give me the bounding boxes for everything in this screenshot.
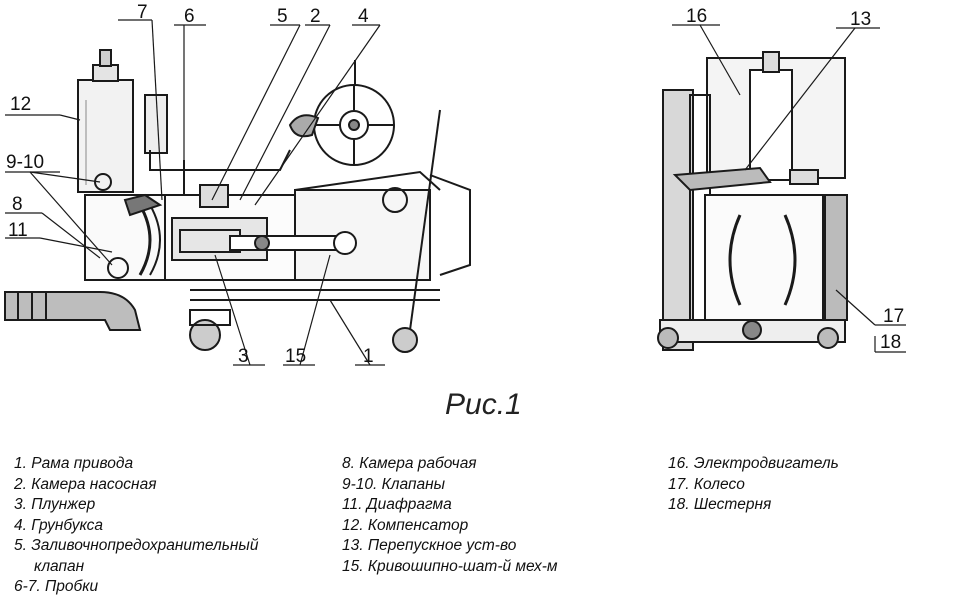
legend-item-continuation: клапан xyxy=(34,557,85,575)
pump-chamber-drawing xyxy=(149,149,301,281)
callout-4: 4 xyxy=(358,6,369,27)
callout-12: 12 xyxy=(10,94,31,115)
callout-1: 1 xyxy=(363,346,374,367)
legend-item: 17. Колесо xyxy=(668,475,745,493)
legend-item: 6-7. Пробки xyxy=(14,578,99,595)
crank-mechanism-drawing xyxy=(229,170,441,281)
inlet-pipe-drawing xyxy=(4,291,142,331)
legend-item: 2. Камера насосная xyxy=(14,475,157,493)
frame-drawing xyxy=(189,109,471,353)
legend-column-1: 1. Рама привода 2. Камера насосная 3. Пл… xyxy=(14,454,258,598)
legend-item: 15. Кривошипно-шат-й мех-м xyxy=(342,557,558,575)
front-view-drawing xyxy=(657,51,848,351)
callout-18: 18 xyxy=(880,332,901,353)
legend-item: 16. Электродвигатель xyxy=(668,455,839,472)
legend-item: 11. Диафрагма xyxy=(342,496,452,513)
callout-3: 3 xyxy=(238,346,249,367)
legend-item: 12. Компенсатор xyxy=(342,516,469,534)
legend-item: 18. Шестерня xyxy=(668,496,772,513)
callout-7: 7 xyxy=(137,2,148,23)
legend-column-3: 16. Электродвигатель 17. Колесо 18. Шест… xyxy=(668,454,839,516)
pump-drawing: 7 6 5 2 4 12 9-10 8 11 3 15 1 16 13 17 1… xyxy=(4,2,906,367)
callout-16: 16 xyxy=(686,6,707,27)
legend-item: 3. Плунжер xyxy=(14,496,96,513)
callout-5: 5 xyxy=(277,6,288,27)
callout-6: 6 xyxy=(184,6,195,27)
callout-8: 8 xyxy=(12,194,23,215)
figure-caption: Рис.1 xyxy=(445,388,522,421)
motor-drawing xyxy=(288,60,395,166)
legend-column-2: 8. Камера рабочая 9-10. Клапаны 11. Диаф… xyxy=(342,454,558,577)
legend-item: 4. Грунбукса xyxy=(14,516,104,534)
callout-17: 17 xyxy=(883,306,904,327)
legend-item: 13. Перепускное уст-во xyxy=(342,537,517,554)
callout-2: 2 xyxy=(310,6,321,27)
callout-15: 15 xyxy=(285,346,306,367)
legend-item: 1. Рама привода xyxy=(14,455,134,472)
callout-13: 13 xyxy=(850,9,871,30)
legend-item: 5. Заливочнопредохранительный xyxy=(14,537,259,554)
legend-item: 8. Камера рабочая xyxy=(342,455,477,472)
callout-11: 11 xyxy=(8,220,28,241)
leader-lines xyxy=(5,19,906,366)
callout-9-10: 9-10 xyxy=(6,152,44,173)
legend-item: 9-10. Клапаны xyxy=(342,475,446,493)
